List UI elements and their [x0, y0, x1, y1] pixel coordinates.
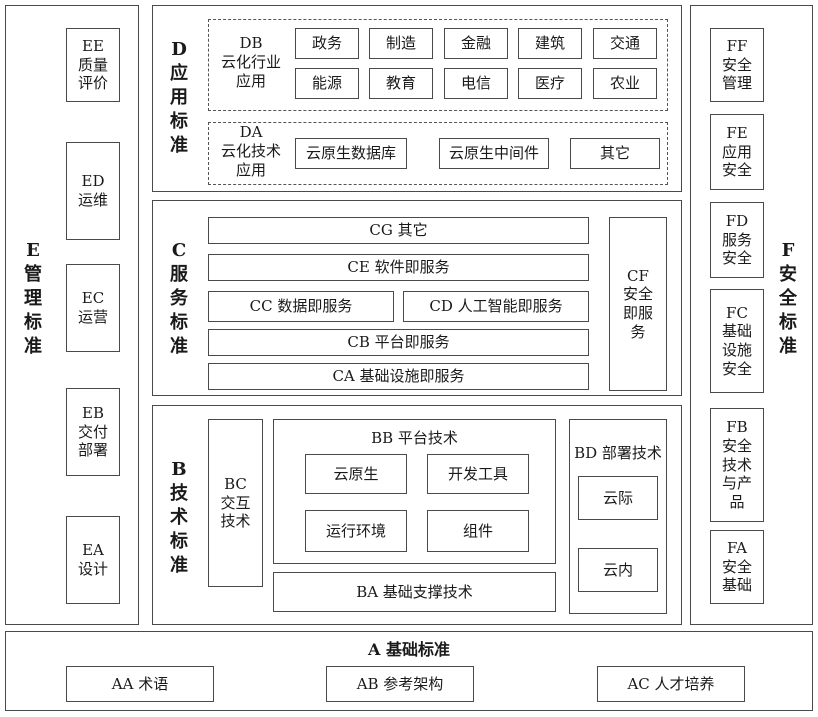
- cg-other: CG 其它: [208, 217, 589, 244]
- bb-item-components: 组件: [427, 510, 529, 552]
- bb-item-dev-tools: 开发工具: [427, 454, 529, 494]
- bb-item-cloud-native: 云原生: [305, 454, 407, 494]
- db-item-education: 教育: [369, 68, 433, 99]
- b-technology-standards-panel: B 技 术 标 准 BC 交互 技术 BB 平台技术 云原生 开发工具 运行环境…: [152, 405, 682, 625]
- ab-reference-architecture: AB 参考架构: [326, 666, 474, 702]
- bd-title: BD 部署技术: [574, 444, 662, 462]
- bb-title: BB 平台技术: [371, 429, 458, 447]
- db-item-telecom: 电信: [444, 68, 508, 99]
- ed-operations-maintenance: ED 运维: [66, 142, 120, 240]
- db-label: DB 云化行业 应用: [220, 34, 281, 90]
- ee-quality-evaluation: EE 质量 评价: [66, 28, 120, 102]
- ec-operations: EC 运营: [66, 264, 120, 352]
- a-foundation-title: A 基础标准: [368, 640, 450, 659]
- c-service-standards-panel: C 服 务 标 准 CG 其它 CE 软件即服务 CC 数据即服务 CD 人工智…: [152, 200, 682, 396]
- cc-data-as-a-service: CC 数据即服务: [208, 291, 394, 322]
- e-management-title: E 管 理 标 准: [24, 240, 42, 357]
- cf-security-as-a-service: CF 安全 即服 务: [609, 217, 667, 391]
- da-item-cloud-native-database: 云原生数据库: [295, 138, 407, 169]
- fc-infrastructure-security: FC 基础 设施 安全: [710, 289, 764, 393]
- eb-delivery-deployment: EB 交付 部署: [66, 388, 120, 476]
- db-item-energy: 能源: [295, 68, 359, 99]
- e-management-standards-panel: E 管 理 标 准 EE 质量 评价 ED 运维 EC 运营 EB 交付 部署 …: [5, 5, 139, 625]
- bb-item-runtime-environment: 运行环境: [305, 510, 407, 552]
- f-security-standards-panel: F 安 全 标 准 FF 安全 管理 FE 应用 安全 FD 服务 安全 FC …: [690, 5, 813, 625]
- da-item-cloud-native-middleware: 云原生中间件: [439, 138, 549, 169]
- bc-interaction-technology: BC 交互 技术: [208, 419, 263, 587]
- ce-software-as-a-service: CE 软件即服务: [208, 254, 589, 281]
- b-technology-title: B 技 术 标 准: [170, 459, 188, 576]
- db-item-manufacturing: 制造: [369, 28, 433, 59]
- fb-security-tech-products: FB 安全 技术 与产 品: [710, 408, 764, 522]
- cd-ai-as-a-service: CD 人工智能即服务: [403, 291, 589, 322]
- d-application-title: D 应 用 标 准: [170, 39, 188, 156]
- db-cloud-industry-applications-group: [208, 19, 668, 111]
- ba-foundational-support-technology: BA 基础支撑技术: [273, 572, 556, 612]
- bd-item-inter-cloud: 云际: [578, 476, 658, 520]
- db-item-transportation: 交通: [593, 28, 657, 59]
- ff-security-management: FF 安全 管理: [710, 28, 764, 102]
- aa-terminology: AA 术语: [66, 666, 214, 702]
- ca-infrastructure-as-a-service: CA 基础设施即服务: [208, 363, 589, 390]
- fa-security-foundation: FA 安全 基础: [710, 530, 764, 604]
- a-foundation-standards-panel: A 基础标准 AA 术语 AB 参考架构 AC 人才培养: [5, 631, 813, 711]
- c-service-title: C 服 务 标 准: [170, 240, 188, 357]
- ac-talent-cultivation: AC 人才培养: [597, 666, 745, 702]
- db-item-healthcare: 医疗: [518, 68, 582, 99]
- fe-application-security: FE 应用 安全: [710, 114, 764, 190]
- da-cloud-tech-applications-group: [208, 122, 668, 185]
- da-item-other: 其它: [570, 138, 660, 169]
- db-item-agriculture: 农业: [593, 68, 657, 99]
- db-item-government: 政务: [295, 28, 359, 59]
- fd-service-security: FD 服务 安全: [710, 202, 764, 278]
- db-item-finance: 金融: [444, 28, 508, 59]
- db-item-construction: 建筑: [518, 28, 582, 59]
- da-label: DA 云化技术 应用: [220, 123, 281, 179]
- f-security-title: F 安 全 标 准: [779, 240, 797, 357]
- ea-design: EA 设计: [66, 516, 120, 604]
- d-application-standards-panel: D 应 用 标 准 DB 云化行业 应用 政务 制造 金融 建筑 交通 能源 教…: [152, 5, 682, 192]
- bd-item-intra-cloud: 云内: [578, 548, 658, 592]
- cb-platform-as-a-service: CB 平台即服务: [208, 329, 589, 356]
